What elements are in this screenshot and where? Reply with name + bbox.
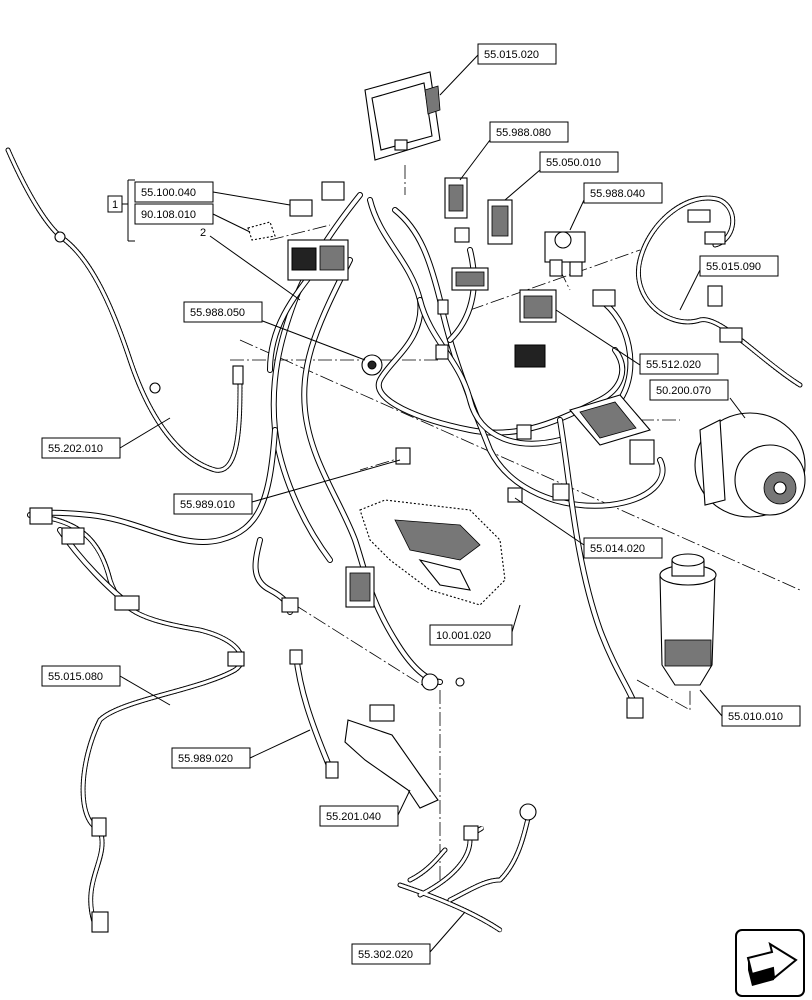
callout-50-200-070[interactable]: 50.200.070 bbox=[649, 379, 729, 401]
module-55-050-010 bbox=[487, 199, 513, 245]
main-harness bbox=[27, 192, 666, 708]
svg-text:55.989.010: 55.989.010 bbox=[180, 499, 235, 511]
svg-text:55.201.040: 55.201.040 bbox=[326, 811, 381, 823]
compressor-50-200-070 bbox=[694, 412, 806, 518]
svg-text:55.010.010: 55.010.010 bbox=[728, 711, 783, 723]
callout-2: 2 bbox=[200, 227, 206, 239]
callout-55-989-010[interactable]: 55.989.010 bbox=[173, 493, 253, 515]
svg-text:55.015.080: 55.015.080 bbox=[48, 671, 103, 683]
svg-text:55.989.020: 55.989.020 bbox=[178, 753, 233, 765]
harness-55-302-020 bbox=[397, 803, 537, 933]
svg-text:55.302.020: 55.302.020 bbox=[358, 949, 413, 961]
harness-55-015-090 bbox=[636, 195, 803, 388]
svg-text:50.200.070: 50.200.070 bbox=[656, 385, 711, 397]
sensor-55-988-080 bbox=[444, 177, 470, 243]
callout-55-050-010[interactable]: 55.050.010 bbox=[539, 151, 619, 173]
svg-text:55.100.040: 55.100.040 bbox=[141, 187, 196, 199]
svg-text:55.202.010: 55.202.010 bbox=[48, 443, 103, 455]
callout-55-989-020[interactable]: 55.989.020 bbox=[171, 747, 251, 769]
sensor-55-988-050 bbox=[361, 354, 383, 376]
left-connectors bbox=[29, 507, 140, 611]
bracket-55-201-040 bbox=[344, 673, 465, 809]
callout-90-108-010[interactable]: 90.108.010 bbox=[134, 203, 214, 225]
valve-55-988-040 bbox=[544, 231, 586, 277]
svg-text:55.015.020: 55.015.020 bbox=[484, 49, 539, 61]
callout-55-302-020[interactable]: 55.302.020 bbox=[351, 943, 431, 965]
callout-55-988-050[interactable]: 55.988.050 bbox=[183, 301, 263, 323]
svg-text:1: 1 bbox=[112, 199, 118, 211]
callout-55-015-080[interactable]: 55.015.080 bbox=[41, 665, 121, 687]
callout-55-010-010[interactable]: 55.010.010 bbox=[721, 705, 801, 727]
callout-55-512-020[interactable]: 55.512.020 bbox=[639, 353, 719, 375]
svg-text:55.014.020: 55.014.020 bbox=[590, 543, 645, 555]
callout-55-014-020[interactable]: 55.014.020 bbox=[583, 537, 663, 559]
svg-text:55.015.090: 55.015.090 bbox=[706, 261, 761, 273]
svg-text:55.050.010: 55.050.010 bbox=[546, 157, 601, 169]
svg-text:55.988.080: 55.988.080 bbox=[496, 127, 551, 139]
callout-55-201-040[interactable]: 55.201.040 bbox=[319, 805, 399, 827]
callout-55-015-020[interactable]: 55.015.020 bbox=[477, 43, 557, 65]
reference-lines bbox=[230, 165, 801, 880]
group-callout-1[interactable]: 1 bbox=[107, 195, 123, 213]
svg-text:10.001.020: 10.001.020 bbox=[436, 630, 491, 642]
harness-55-202-010 bbox=[5, 147, 244, 473]
ecu-module bbox=[364, 71, 441, 161]
fuel-filter-55-010-010 bbox=[626, 553, 717, 719]
callout-55-988-040[interactable]: 55.988.040 bbox=[583, 182, 663, 204]
harness-55-015-080 bbox=[27, 512, 245, 933]
sensor-probe-55-989-020 bbox=[281, 597, 339, 779]
callout-10-001-020[interactable]: 10.001.020 bbox=[429, 624, 513, 646]
svg-text:55.512.020: 55.512.020 bbox=[646, 359, 701, 371]
callout-55-100-040[interactable]: 55.100.040 bbox=[134, 181, 214, 203]
callout-55-015-090[interactable]: 55.015.090 bbox=[699, 255, 779, 277]
svg-text:55.988.040: 55.988.040 bbox=[590, 188, 645, 200]
svg-text:90.108.010: 90.108.010 bbox=[141, 209, 196, 221]
connector-block-left bbox=[247, 181, 349, 281]
arrow-navigation-icon[interactable] bbox=[735, 929, 805, 997]
svg-text:55.988.050: 55.988.050 bbox=[190, 307, 245, 319]
control-unit-55-014-020 bbox=[507, 394, 655, 503]
relay-55-989-010 bbox=[345, 447, 411, 608]
engine-block-10-001-020 bbox=[359, 499, 506, 606]
label-group: 55.015.020 55.988.080 55.050.010 55.988.… bbox=[41, 43, 801, 965]
central-connectors bbox=[435, 267, 616, 368]
callout-55-988-080[interactable]: 55.988.080 bbox=[489, 121, 569, 143]
callout-55-202-010[interactable]: 55.202.010 bbox=[41, 437, 121, 459]
